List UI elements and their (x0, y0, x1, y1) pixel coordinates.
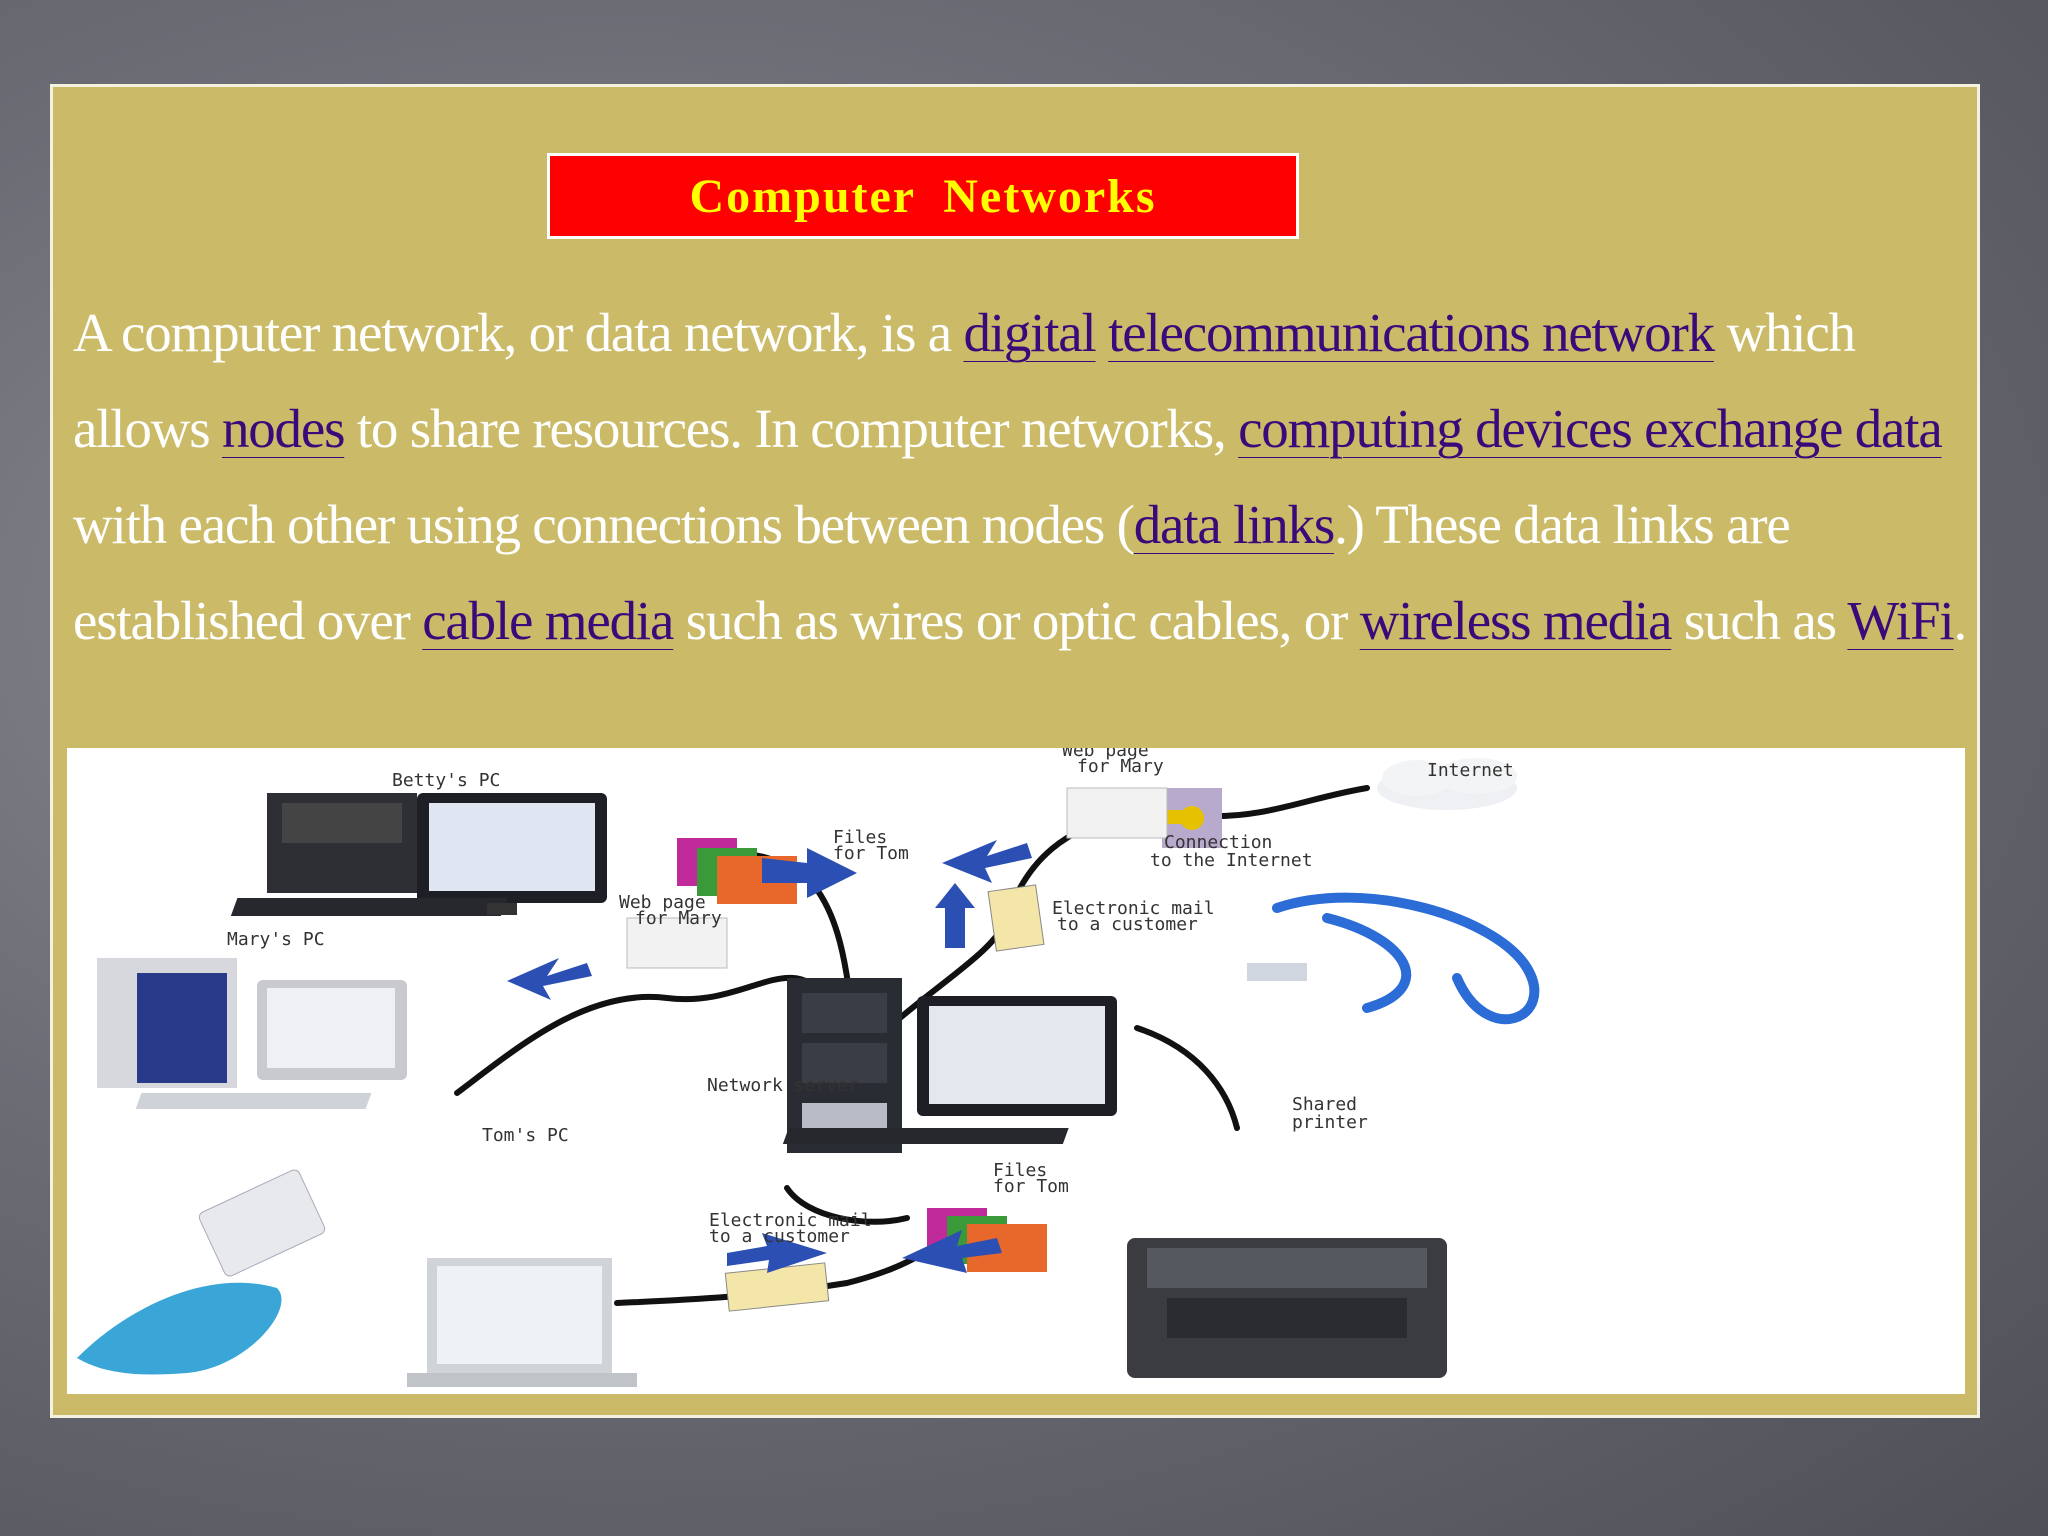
label-files-top-2: for Tom (833, 843, 909, 864)
cable-server-printer (1134, 1025, 1240, 1131)
arrow-email-right (935, 883, 975, 948)
paragraph-text: such as (1671, 590, 1848, 651)
cable-connection-internet (1204, 785, 1370, 820)
label-email-bottom-2: to a customer (709, 1226, 850, 1247)
paragraph-text: A computer network, or data network, is … (73, 302, 964, 363)
label-email-right-2: to a customer (1057, 914, 1198, 935)
toms-pc (407, 1258, 637, 1387)
label-shared-printer-1: Shared (1292, 1094, 1357, 1115)
label-shared-printer-2: printer (1292, 1112, 1368, 1133)
label-web-page-mid-1: Web page (619, 892, 706, 913)
web-page-thumb-mid (626, 917, 728, 969)
slide-title: Computer Networks (689, 169, 1157, 223)
label-web-page-top-2: for Mary (1077, 756, 1164, 777)
paragraph-link[interactable]: telecommunications network (1108, 302, 1715, 363)
paragraph-link[interactable]: nodes (221, 398, 346, 459)
label-connection-2: to the Internet (1150, 850, 1313, 871)
paragraph-text: with each other using connections betwee… (73, 494, 1135, 555)
label-email-right-1: Electronic mail (1052, 898, 1215, 919)
arrow-web-mid (507, 958, 592, 1000)
paragraph-link[interactable]: computing devices exchange data (1238, 398, 1943, 459)
arrow-web-top (942, 840, 1032, 883)
arrow-files-bottom (902, 1230, 1002, 1273)
label-files-top-1: Files (833, 827, 887, 848)
paragraph-text: which allows (73, 302, 1856, 459)
bettys-pc (230, 793, 607, 916)
diagram-labels: Betty's PC Mary's PC Tom's PC Network se… (227, 748, 1514, 1247)
paragraph-text: to share resources. In computer networks… (344, 398, 1239, 459)
marys-pc (97, 958, 407, 1109)
direction-arrows (507, 840, 1032, 1273)
label-toms-pc: Tom's PC (482, 1125, 569, 1146)
paragraph-link[interactable]: cable media (422, 590, 674, 651)
paragraph-link[interactable]: wireless media (1359, 590, 1673, 651)
network-server (782, 978, 1117, 1153)
label-connection-1: Connection (1164, 832, 1272, 853)
shared-printer (1127, 1238, 1447, 1378)
label-marys-pc: Mary's PC (227, 929, 325, 950)
ethernet-cables (1272, 892, 1540, 1025)
internet-cloud (1377, 758, 1517, 810)
email-envelope-right (987, 884, 1045, 952)
paragraph-link[interactable]: digital (963, 302, 1096, 363)
label-web-page-top-1: Web page (1062, 748, 1149, 761)
email-envelope-bottom (724, 1262, 830, 1312)
arrow-files-top (762, 848, 857, 898)
cable-server-files (784, 1185, 910, 1225)
label-bettys-pc: Betty's PC (392, 770, 500, 791)
paragraph-link[interactable]: data links (1133, 494, 1336, 555)
label-files-bottom-2: for Tom (993, 1176, 1069, 1197)
paragraph-link[interactable]: WiFi (1847, 590, 1954, 651)
label-web-page-mid-2: for Mary (635, 908, 722, 929)
label-email-bottom-1: Electronic mail (709, 1210, 872, 1231)
label-network-server: Network server (707, 1075, 859, 1096)
title-box: Computer Networks (547, 153, 1299, 239)
network-diagram: Betty's PC Mary's PC Tom's PC Network se… (67, 748, 1965, 1394)
slide: Computer Networks A computer network, or… (50, 84, 1980, 1418)
arrow-email-bottom (727, 1233, 827, 1273)
paragraph-text: . (1953, 590, 1967, 651)
label-files-bottom-1: Files (993, 1160, 1047, 1181)
network-diagram-svg: Betty's PC Mary's PC Tom's PC Network se… (77, 748, 1540, 1387)
paragraph-text: such as wires or optic cables, or (673, 590, 1360, 651)
rj45-connector-right (1247, 963, 1307, 981)
web-page-thumb-top (1066, 787, 1168, 839)
rj45-connector-left (77, 1169, 326, 1375)
paragraph-text (1096, 302, 1109, 363)
body-paragraph: A computer network, or data network, is … (73, 285, 1968, 669)
paragraph-text: .) These data links are established over (73, 494, 1791, 651)
label-internet: Internet (1427, 760, 1514, 781)
